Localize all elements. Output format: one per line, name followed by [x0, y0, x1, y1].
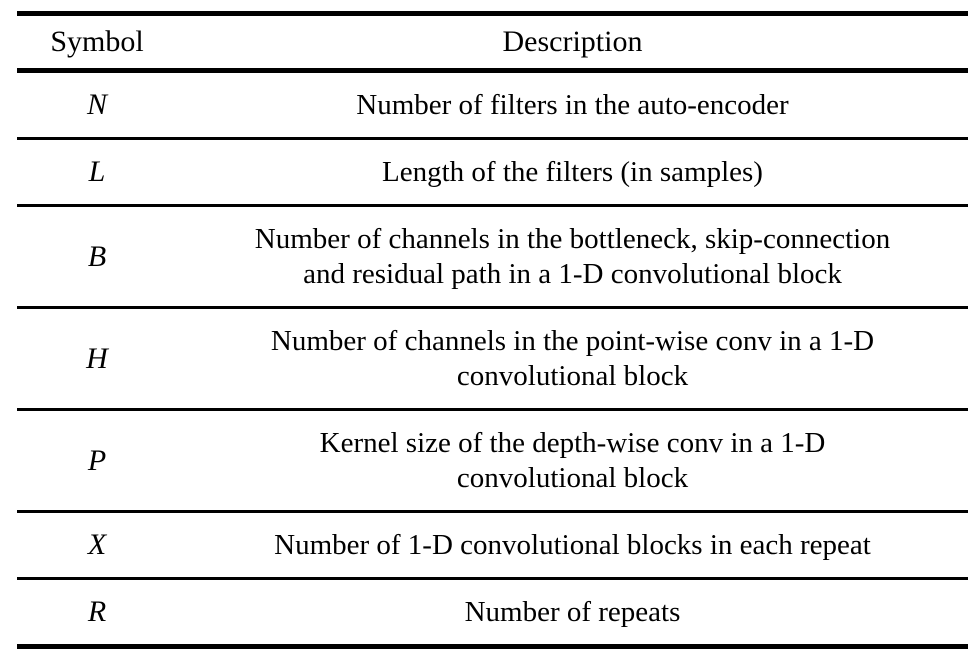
symbol-cell: B [17, 240, 177, 274]
description-text: Length of the filters (in samples) [382, 155, 763, 188]
symbol-cell: L [17, 155, 177, 189]
description-text-line2: convolutional block [456, 461, 689, 494]
description-text: Number of repeats [464, 595, 681, 628]
symbol-P: P [87, 443, 107, 477]
table-row: B Number of channels in the bottleneck, … [17, 207, 968, 306]
symbol-B: B [87, 239, 107, 273]
description-cell: Length of the filters (in samples) [177, 155, 968, 190]
table-rule [17, 408, 968, 411]
description-text-line2: convolutional block [456, 359, 689, 392]
symbol-cell: P [17, 444, 177, 478]
description-text: Number of 1-D convolutional blocks in ea… [274, 528, 871, 561]
symbol-L: L [88, 155, 106, 188]
description-text-line1: Kernel size of the depth-wise conv in a … [319, 426, 826, 459]
table-row: N Number of filters in the auto-encoder [17, 73, 968, 137]
table-row: P Kernel size of the depth-wise conv in … [17, 411, 968, 510]
symbol-H: H [86, 341, 108, 375]
symbol-cell: N [17, 88, 177, 122]
notation-table: Symbol Description N Number of filters i… [17, 11, 968, 649]
table-rule-header-bottom [17, 68, 968, 73]
symbol-cell: X [17, 528, 177, 562]
table-rule [17, 306, 968, 309]
table-row: H Number of channels in the point-wise c… [17, 309, 968, 408]
symbol-cell: R [17, 595, 177, 629]
symbol-X: X [87, 528, 107, 561]
description-cell: Kernel size of the depth-wise conv in a … [177, 426, 968, 496]
description-cell: Number of 1-D convolutional blocks in ea… [177, 528, 968, 563]
symbol-N: N [86, 88, 107, 121]
table-row: L Length of the filters (in samples) [17, 140, 968, 204]
table-rule [17, 577, 968, 580]
header-symbol-cell: Symbol [17, 25, 177, 59]
table-rule [17, 204, 968, 207]
symbol-cell: H [17, 342, 177, 376]
table-header-row: Symbol Description [17, 16, 968, 68]
table-rule [17, 510, 968, 513]
description-text-line2: and residual path in a 1-D convolutional… [303, 257, 842, 290]
description-text-line1: Number of channels in the point-wise con… [270, 324, 875, 357]
description-cell: Number of channels in the point-wise con… [177, 324, 968, 394]
header-description-label: Description [502, 25, 643, 58]
table-row: R Number of repeats [17, 580, 968, 644]
description-cell: Number of channels in the bottleneck, sk… [177, 222, 968, 292]
header-symbol-label: Symbol [50, 25, 144, 58]
description-cell: Number of filters in the auto-encoder [177, 88, 968, 123]
symbol-R: R [87, 595, 107, 628]
table-rule [17, 137, 968, 140]
table-rule-bottom [17, 644, 968, 649]
header-description-cell: Description [177, 25, 968, 59]
description-text: Number of filters in the auto-encoder [356, 88, 789, 121]
description-text-line1: Number of channels in the bottleneck, sk… [254, 222, 891, 255]
table-rule-top [17, 11, 968, 16]
table-row: X Number of 1-D convolutional blocks in … [17, 513, 968, 577]
description-cell: Number of repeats [177, 595, 968, 630]
